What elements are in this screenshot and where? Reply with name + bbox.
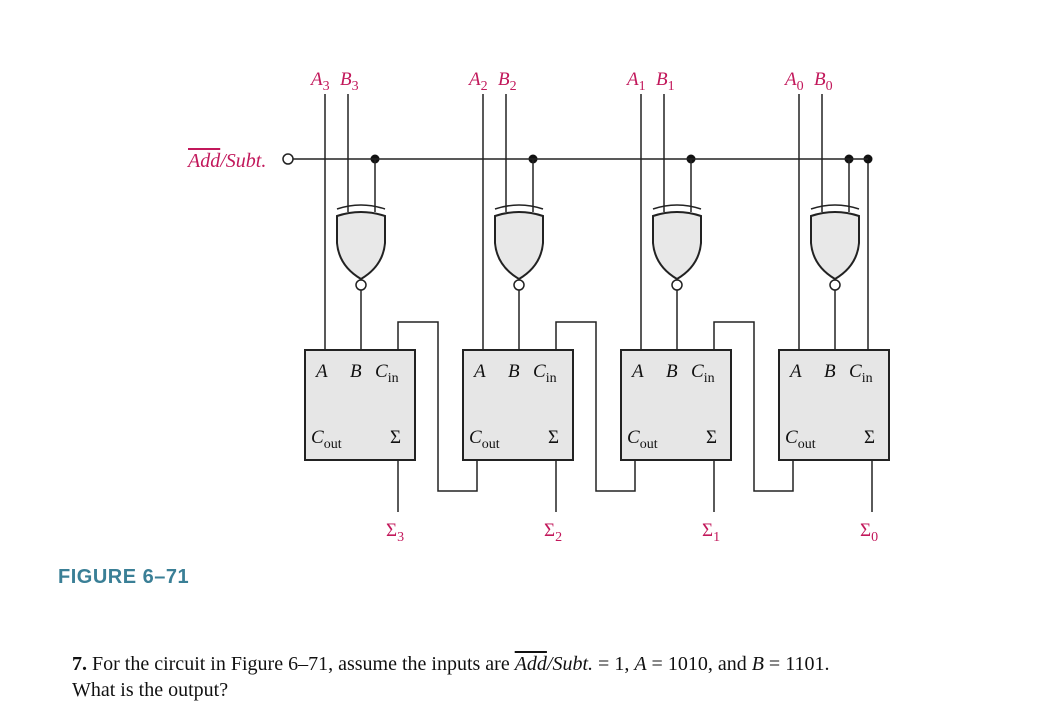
pin-cin: Cin [849, 361, 873, 386]
pin-cout: Cout [311, 427, 342, 452]
xnor-gate [336, 211, 386, 281]
sum-output-label: Σ1 [702, 520, 720, 545]
full-adder [462, 349, 574, 461]
sum-output-label: Σ2 [544, 520, 562, 545]
xnor-output-bubble [513, 279, 525, 291]
input-b-label: B3 [340, 69, 359, 94]
full-adder [304, 349, 416, 461]
question-number: 7. [72, 653, 87, 675]
input-a-label: A1 [625, 69, 646, 94]
question-part-3: = 1010, and [646, 653, 752, 675]
pin-cout: Cout [469, 427, 500, 452]
xnor-output-bubble [355, 279, 367, 291]
full-adder [620, 349, 732, 461]
xnor-gate [494, 211, 544, 281]
pin-cout: Cout [627, 427, 658, 452]
input-b-label: B2 [498, 69, 517, 94]
pin-sum: Σ [390, 427, 401, 448]
carry-wire [713, 321, 794, 492]
full-adder [778, 349, 890, 461]
pin-a: A [630, 361, 644, 382]
sum-output-label: Σ3 [386, 520, 404, 545]
pin-a: A [472, 361, 486, 382]
question-b-var: B [751, 653, 764, 675]
carry-wire [397, 321, 478, 492]
question-text: 7. For the circuit in Figure 6–71, assum… [72, 651, 1052, 703]
input-b-label: B1 [656, 69, 675, 94]
xnor-input-arc [494, 204, 544, 210]
add-subtract-control: Add/Subt. [186, 150, 868, 172]
pin-b: B [666, 361, 678, 382]
pin-cin: Cin [375, 361, 399, 386]
pin-b: B [508, 361, 520, 382]
xnor-input-arc [652, 204, 702, 210]
pin-a: A [314, 361, 328, 382]
carry-wire [555, 321, 636, 492]
pin-a: A [788, 361, 802, 382]
control-input-terminal [282, 153, 294, 165]
question-a-var: A [634, 653, 647, 675]
pin-sum: Σ [548, 427, 559, 448]
question-line-2: What is the output? [72, 679, 229, 701]
xnor-gate [810, 211, 860, 281]
xnor-output-bubble [671, 279, 683, 291]
pin-b: B [824, 361, 836, 382]
xnor-input-arc [336, 204, 386, 210]
figure-label: FIGURE 6–71 [58, 566, 190, 588]
question-part-4: = 1101. [763, 653, 830, 675]
pin-b: B [350, 361, 362, 382]
pin-sum: Σ [706, 427, 717, 448]
input-b-label: B0 [814, 69, 833, 94]
pin-cout: Cout [785, 427, 816, 452]
input-a-label: A0 [783, 69, 804, 94]
pin-cin: Cin [533, 361, 557, 386]
pin-sum: Σ [864, 427, 875, 448]
question-control-name: Add [514, 653, 547, 675]
add-subt-label: Add/Subt. [186, 150, 266, 172]
sum-output-label: Σ0 [860, 520, 878, 545]
xnor-output-bubble [829, 279, 841, 291]
question-control-suffix: /Subt. [546, 653, 594, 675]
input-a-label: A2 [467, 69, 488, 94]
pin-cin: Cin [691, 361, 715, 386]
xnor-input-arc [810, 204, 860, 210]
xnor-gate [652, 211, 702, 281]
input-a-label: A3 [309, 69, 330, 94]
question-part-2: = 1, [593, 653, 635, 675]
question-part-1: For the circuit in Figure 6–71, assume t… [87, 653, 515, 675]
